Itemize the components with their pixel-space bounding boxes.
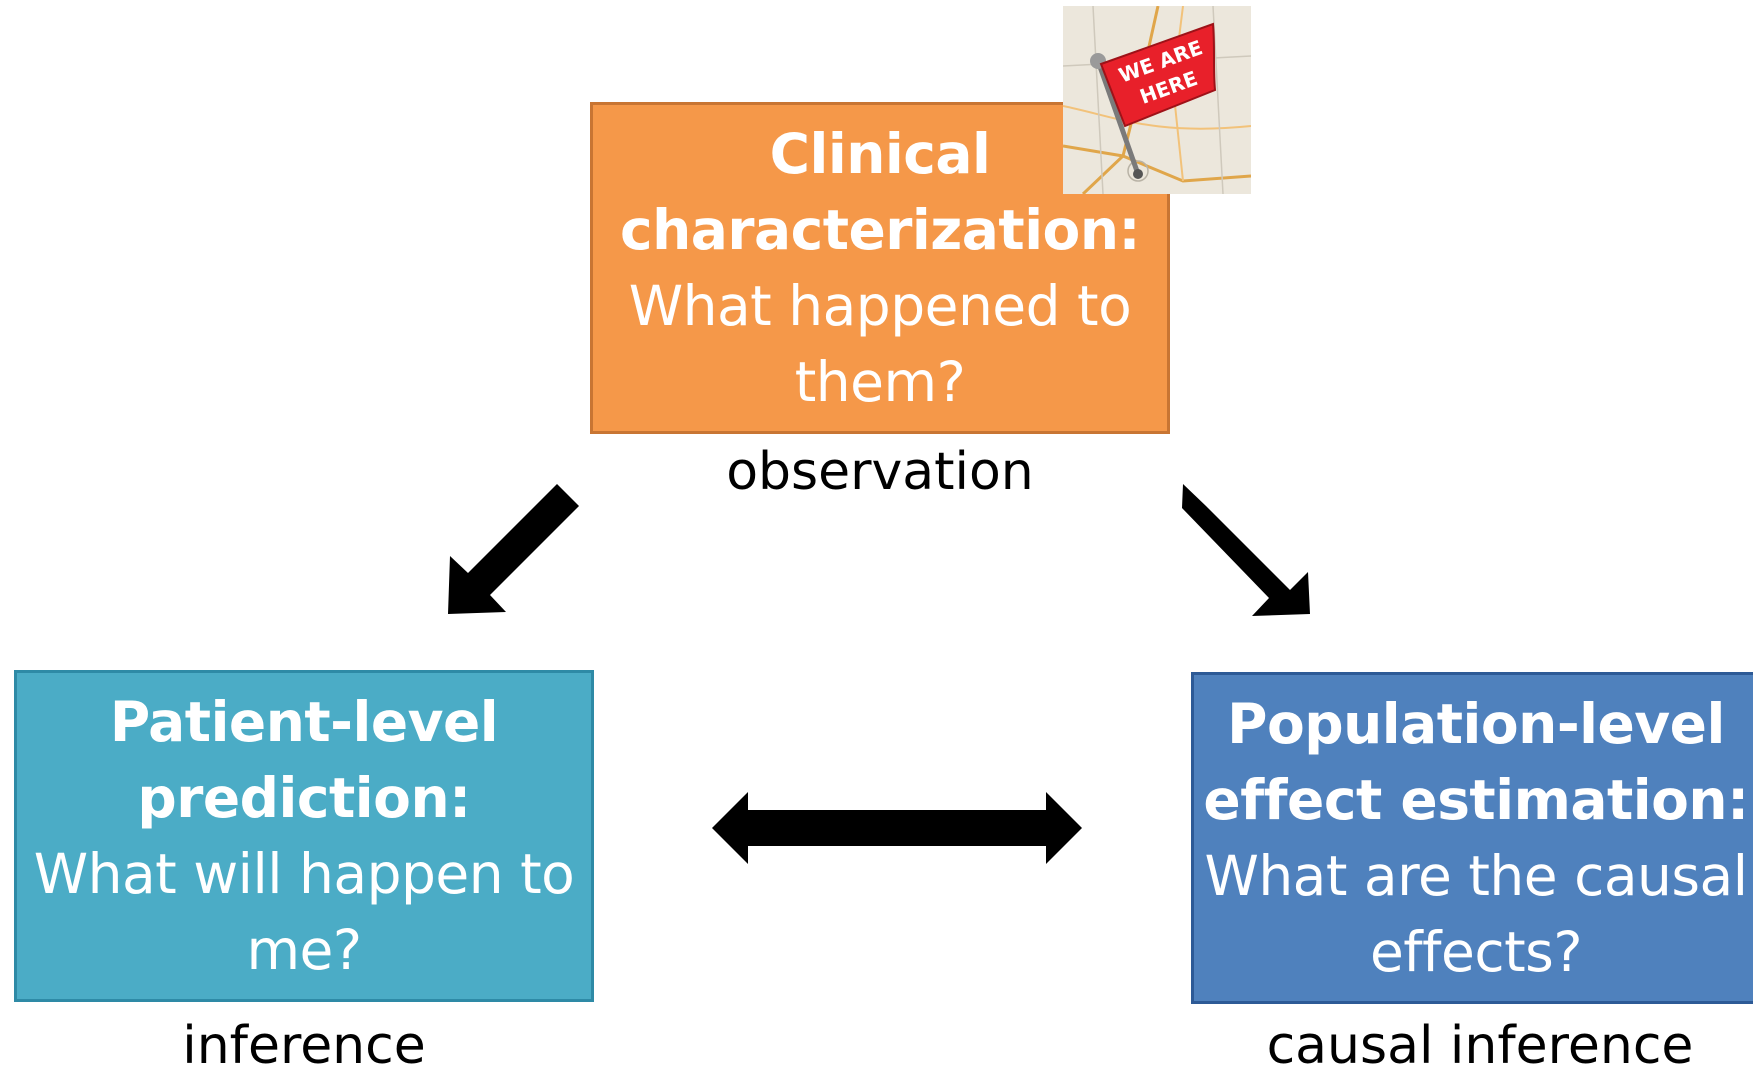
population-title-line1: Population-level bbox=[1227, 692, 1725, 756]
patient-level-prediction-box: Patient-level prediction: What will happ… bbox=[14, 670, 594, 1002]
population-question-line1: What are the causal bbox=[1204, 844, 1748, 908]
patient-title-line2: prediction: bbox=[137, 766, 471, 830]
clinical-title-line1: Clinical bbox=[769, 122, 991, 186]
double-arrow bbox=[712, 792, 1082, 864]
caption-observation: observation bbox=[726, 442, 1034, 502]
patient-question-line1: What will happen to bbox=[33, 842, 575, 906]
clinical-title-line2: characterization: bbox=[620, 198, 1141, 262]
population-question-line2: effects? bbox=[1369, 920, 1583, 984]
clinical-question-line2: them? bbox=[794, 350, 966, 414]
clinical-characterization-box: Clinical characterization: What happened… bbox=[590, 102, 1170, 434]
caption-inference: inference bbox=[182, 1016, 426, 1076]
arrow-to-patient bbox=[448, 484, 579, 614]
caption-causal-inference: causal inference bbox=[1266, 1016, 1694, 1076]
arrow-to-population bbox=[1182, 484, 1310, 616]
population-title-line2: effect estimation: bbox=[1203, 768, 1749, 832]
we-are-here-flag-image: WE ARE HERE bbox=[1063, 6, 1251, 194]
patient-question-line2: me? bbox=[246, 918, 362, 982]
population-level-estimation-box: Population-level effect estimation: What… bbox=[1191, 672, 1753, 1004]
clinical-question-line1: What happened to bbox=[628, 274, 1132, 338]
patient-title-line1: Patient-level bbox=[109, 690, 499, 754]
